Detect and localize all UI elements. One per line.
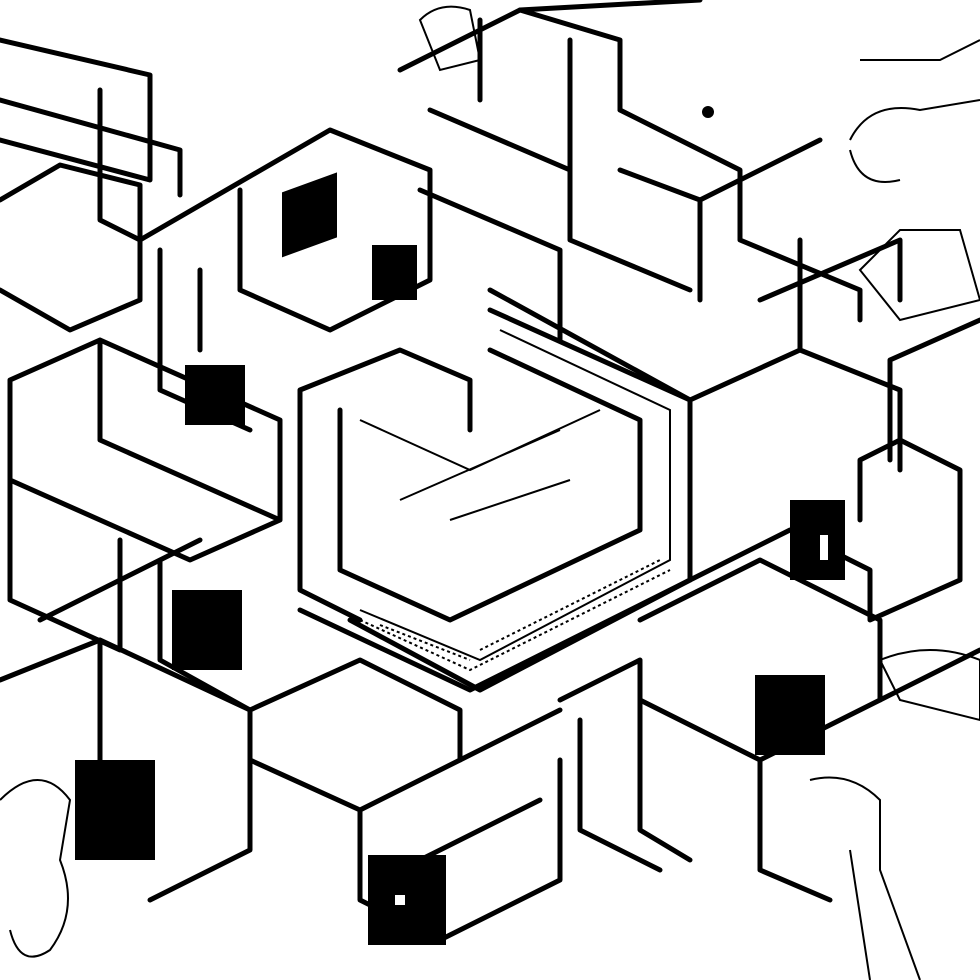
maze-walls (0, 0, 980, 943)
hands-and-figures (0, 5, 980, 980)
central-laptop (347, 307, 693, 693)
door-panels (75, 106, 845, 945)
hand-icon (849, 39, 980, 183)
keyboard-icon (359, 559, 671, 672)
door-panel-icon (282, 172, 337, 258)
